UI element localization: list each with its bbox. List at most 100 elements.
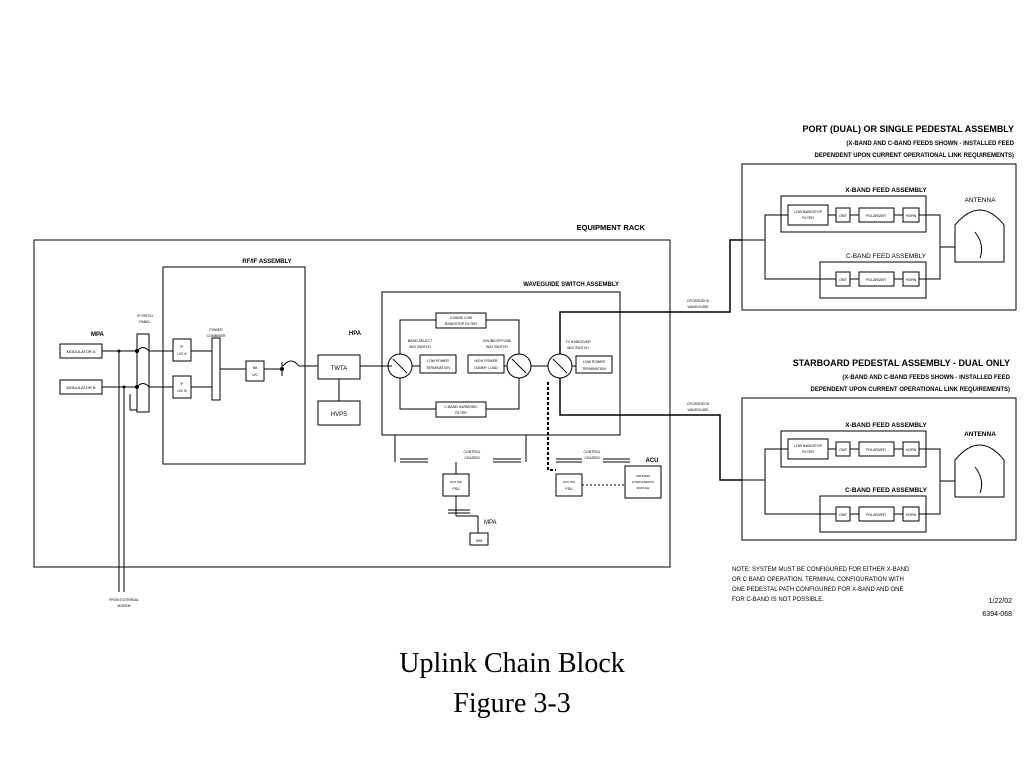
- uc-a-label-1: IF: [180, 345, 183, 349]
- low-power-termination-2-label-1: LOW POWER: [583, 360, 606, 364]
- port-title: PORT (DUAL) OR SINGLE PEDESTAL ASSEMBLY: [802, 124, 1014, 134]
- starboard-subtitle-2: DEPENDENT UPON CURRENT OPERATIONAL LINK …: [811, 387, 1010, 393]
- online-offline-label-2: W/G SWITCH: [486, 345, 508, 349]
- port-subtitle-1: (X-BAND AND C-BAND FEEDS SHOWN - INSTALL…: [846, 141, 1014, 147]
- antenna-module-label-3: MODULE: [637, 486, 650, 490]
- port-filter-label-1: LOW BANDSTOP: [794, 210, 823, 214]
- mpa-label: MPA: [91, 332, 105, 338]
- xband-filter-label-2: BANDSTOP FILTER: [445, 322, 477, 326]
- starboard-filter-box: [787, 438, 829, 460]
- equipment-rack-box: [33, 239, 671, 568]
- online-offline-label-1: ONLINE/OFFLINE: [483, 339, 512, 343]
- port-c-omt-label: OMT: [839, 278, 848, 282]
- psu-1-box: [442, 473, 470, 497]
- antenna-module-box: [624, 465, 662, 499]
- acu-label: ACU: [646, 458, 659, 464]
- port-cfeed-label: C-BAND FEED ASSEMBLY: [846, 253, 927, 260]
- xband-filter-label-1: X-BAND LOW: [450, 316, 473, 320]
- psu-2-box: [555, 473, 583, 497]
- control-chassis-label-1: CONTROL: [463, 450, 480, 454]
- if-patch-label-1: IF PATCH: [137, 314, 153, 318]
- uc-b-box: [172, 375, 192, 399]
- stamp-number: 6394-068: [982, 611, 1012, 618]
- crossdeck-2-label-2: WAVEGUIDE: [687, 408, 709, 412]
- note-line-2: OR C BAND OPERATION. TERMINAL CONFIGURAT…: [732, 577, 904, 583]
- starboard-c-omt-label: OMT: [839, 513, 848, 517]
- starboard-c-polarizer-label: POLARIZER: [866, 513, 886, 517]
- band-select-label-1: BAND SELECT: [408, 339, 433, 343]
- bias-label-2: U/C: [252, 373, 259, 377]
- control-chassis-2-label-2: CHASSIS: [584, 456, 600, 460]
- tx-handover-label-1: TX HANDOVER: [565, 340, 591, 344]
- power-combiner-label-1: POWER: [209, 328, 223, 332]
- caption-title: Uplink Chain Block: [399, 648, 625, 679]
- starboard-antenna-label: ANTENNA: [964, 431, 996, 438]
- port-antenna-shape: [954, 209, 1005, 263]
- if-patch-label-2: PANEL: [139, 320, 150, 324]
- low-power-termination-2-box: [575, 355, 613, 374]
- caption-figure: Figure 3-3: [453, 688, 571, 719]
- external-modem-label-2: MODEM: [117, 604, 131, 608]
- external-modem-label-1: FROM EXTERNAL: [109, 598, 139, 602]
- starboard-filter-label-1: LOW BANDSTOP: [794, 444, 823, 448]
- antenna-module-label-2: HYDRO/SERVO: [632, 480, 655, 484]
- waveguide-switch-label: WAVEGUIDE SWITCH ASSEMBLY: [523, 282, 619, 288]
- mpa-lower-label: MPA: [484, 520, 497, 526]
- uc-a-label-2: U/C A: [177, 352, 187, 356]
- crossdeck-1-label-1: CROSSDECK: [687, 299, 710, 303]
- waveguide-switch-assembly-box: [381, 291, 621, 436]
- cband-filter-label-2: FILTER: [455, 411, 467, 415]
- high-power-dummy-load-label-1: HIGH POWER: [475, 359, 498, 363]
- power-combiner-box: [211, 337, 221, 401]
- high-power-dummy-load-box: [467, 354, 505, 374]
- port-filter-label-2: FILTER: [802, 216, 814, 220]
- modulator-b-label: MODULATOR B: [67, 385, 96, 390]
- port-xfeed-label: X-BAND FEED ASSEMBLY: [845, 187, 927, 194]
- port-xfeed-box: [780, 195, 927, 233]
- cband-filter-label-1: C-BAND HARMONIC: [444, 405, 478, 409]
- starboard-horn-label: HORN: [906, 448, 917, 452]
- control-chassis-label-2: CHASSIS: [464, 456, 480, 460]
- psu-2-label-1: W/G SW: [563, 480, 575, 484]
- tx-handover-label-2: W/G SWITCH: [567, 346, 589, 350]
- antenna-module-label-1: ANTENNA: [636, 474, 650, 478]
- uc-b-label-2: U/C B: [177, 389, 187, 393]
- starboard-filter-label-2: FILTER: [802, 450, 814, 454]
- starboard-cfeed-label: C-BAND FEED ASSEMBLY: [845, 487, 928, 494]
- port-antenna-label: ANTENNA: [964, 197, 996, 204]
- low-power-termination-label-1: LOW POWER: [427, 359, 450, 363]
- low-power-termination-box: [419, 354, 457, 374]
- port-cfeed-box: [819, 261, 927, 299]
- modulator-a-label: MODULATOR A: [67, 349, 96, 354]
- note-line-1: NOTE: SYSTEM MUST BE CONFIGURED FOR EITH…: [732, 567, 910, 573]
- low-power-termination-2-label-2: TERMINATION: [582, 367, 606, 371]
- starboard-omt-label: OMT: [839, 448, 848, 452]
- equipment-rack-label: EQUIPMENT RACK: [577, 223, 646, 232]
- port-polarizer-label: POLARIZER: [866, 214, 886, 218]
- crossdeck-1-label-2: WAVEGUIDE: [687, 305, 709, 309]
- if-patch-panel: [136, 333, 150, 413]
- crossdeck-2-label-1: CROSSDECK: [687, 402, 710, 406]
- starboard-polarizer-label: POLARIZER: [866, 448, 886, 452]
- port-subtitle-2: DEPENDENT UPON CURRENT OPERATIONAL LINK …: [815, 153, 1014, 159]
- starboard-xfeed-label: X-BAND FEED ASSEMBLY: [845, 422, 927, 429]
- note-line-3: ONE PEDESTAL PATH CONFIGURED FOR X-BAND …: [732, 587, 903, 593]
- starboard-c-horn-label: HORN: [906, 513, 917, 517]
- port-horn-label: HORN: [906, 214, 917, 218]
- low-power-termination-label-2: TERMINATION: [426, 366, 450, 370]
- port-c-horn-label: HORN: [906, 278, 917, 282]
- starboard-subtitle-1: (X-BAND AND C-BAND FEEDS SHOWN - INSTALL…: [842, 375, 1010, 381]
- note-line-4: FOR C-BAND IS NOT POSSIBLE.: [732, 597, 824, 603]
- hvps-label: HVPS: [331, 412, 347, 418]
- port-pedestal-box: [741, 163, 1017, 311]
- port-omt-label: OMT: [839, 214, 848, 218]
- stamp-date: 1/22/02: [989, 598, 1012, 605]
- iom-box: [469, 532, 489, 546]
- psu-1-label-2: PSU: [452, 487, 460, 491]
- port-c-polarizer-label: POLARIZER: [866, 278, 886, 282]
- hpa-label: HPA: [349, 331, 362, 337]
- port-filter-box: [787, 204, 829, 226]
- high-power-dummy-load-label-2: DUMMY LOAD: [474, 366, 498, 370]
- bias-uc-box: [245, 360, 265, 382]
